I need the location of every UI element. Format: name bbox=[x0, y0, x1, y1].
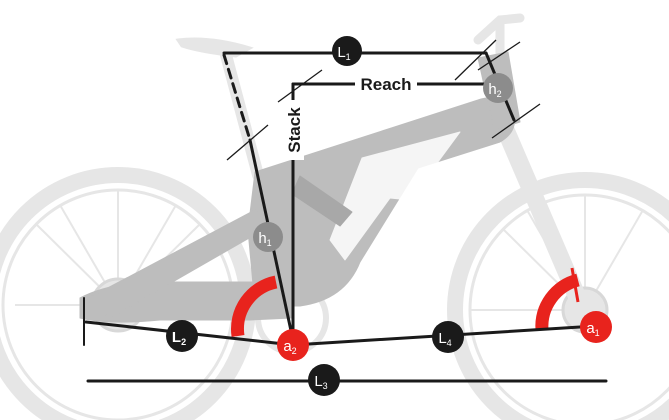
head-angle-tick bbox=[570, 267, 580, 303]
badge-l3: L3 bbox=[308, 364, 340, 396]
badge-l3-sub: 3 bbox=[323, 381, 328, 391]
badge-h1: h1 bbox=[253, 222, 283, 252]
stack-label: Stack bbox=[285, 107, 304, 153]
stack-label-bg bbox=[284, 100, 304, 160]
badge-l4-main: L bbox=[438, 330, 446, 347]
badge-a2-sub: 2 bbox=[292, 346, 297, 356]
svg-text:h1: h1 bbox=[258, 230, 271, 248]
badge-l1-main: L bbox=[337, 44, 345, 61]
badge-a1: a1 bbox=[580, 311, 612, 343]
tick-l1-end bbox=[477, 41, 521, 71]
svg-text:L2: L2 bbox=[172, 329, 186, 347]
tick-h2-bottom bbox=[491, 103, 541, 139]
badge-h2: h2 bbox=[483, 73, 513, 103]
badge-l2: L2 bbox=[166, 320, 198, 352]
badge-l1: L1 bbox=[332, 36, 362, 66]
badge-h2-main: h bbox=[488, 81, 496, 98]
tick-marks bbox=[226, 39, 541, 161]
front-wheel bbox=[447, 172, 669, 420]
svg-text:a2: a2 bbox=[283, 338, 296, 356]
badge-a2-main: a bbox=[283, 338, 292, 355]
badge-a1-sub: 1 bbox=[595, 328, 600, 338]
tick-reach-left bbox=[277, 69, 323, 103]
svg-text:a1: a1 bbox=[586, 320, 599, 338]
angle-arcs bbox=[231, 273, 580, 337]
bike-frame bbox=[79, 51, 521, 323]
reach-label: Reach bbox=[360, 75, 411, 94]
badge-l2-main: L bbox=[172, 329, 181, 346]
badge-l1-sub: 1 bbox=[346, 52, 351, 62]
h1-dashed-extension bbox=[222, 53, 252, 142]
svg-text:L1: L1 bbox=[337, 44, 350, 62]
badge-a2: a2 bbox=[277, 329, 309, 361]
svg-text:L4: L4 bbox=[438, 330, 451, 348]
badge-a1-main: a bbox=[586, 320, 595, 337]
badge-h1-sub: 1 bbox=[267, 238, 272, 248]
frame-gap bbox=[329, 131, 461, 261]
badge-l2-sub: 2 bbox=[181, 337, 186, 347]
badge-l4-sub: 4 bbox=[447, 338, 452, 348]
head-angle-arc bbox=[535, 273, 580, 331]
badge-h2-sub: 2 bbox=[497, 89, 502, 99]
svg-text:h2: h2 bbox=[488, 81, 501, 99]
tick-h1-top bbox=[226, 124, 269, 161]
badge-l3-main: L bbox=[314, 373, 322, 390]
badge-l4: L4 bbox=[432, 321, 464, 353]
tick-l1-right bbox=[454, 39, 497, 81]
seat-angle-arc bbox=[231, 275, 278, 337]
badge-h1-main: h bbox=[258, 230, 266, 247]
rear-shock bbox=[291, 175, 353, 227]
reach-label-bg bbox=[355, 73, 417, 95]
svg-text:L3: L3 bbox=[314, 373, 327, 391]
